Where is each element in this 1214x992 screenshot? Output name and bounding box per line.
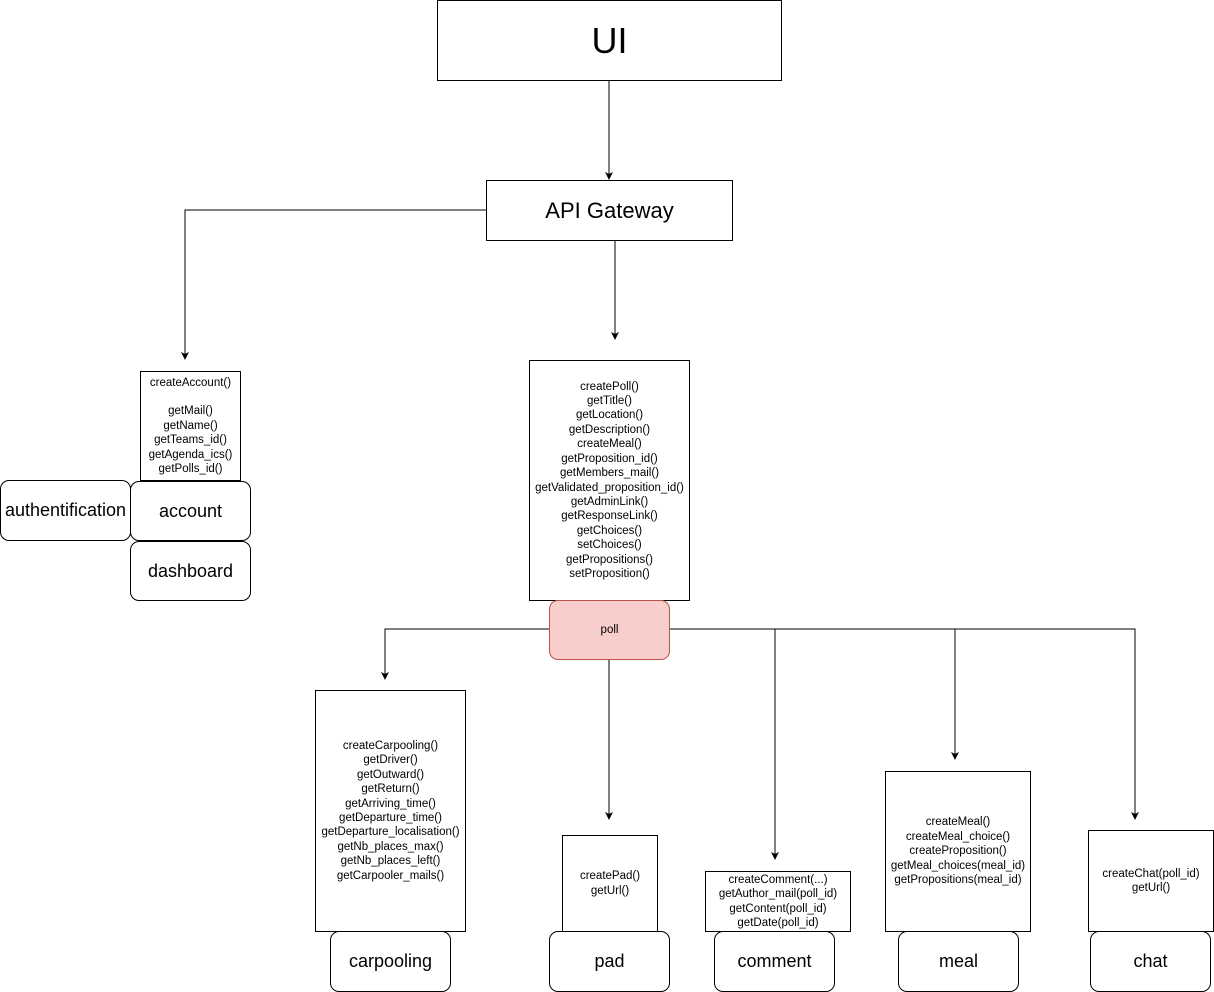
method-line: createCarpooling() (342, 739, 439, 752)
method-line: getName() (163, 419, 218, 432)
method-line: getMembers_mail() (559, 467, 660, 480)
method-line: getNb_places_max() (337, 840, 444, 853)
poll-node: poll (549, 600, 670, 660)
method-line: createProposition() (909, 845, 1007, 858)
account-methods-box: createAccount() getMail()getName() getTeam… (140, 371, 241, 481)
method-line: getDeparture_time() (339, 812, 442, 824)
chat-label: chat (1133, 951, 1168, 971)
method-line: getValidated_proposition_id() (535, 481, 684, 494)
method-line: getUrl() (1131, 882, 1171, 894)
ui-label: UI (591, 19, 628, 61)
method-line: createMeal() (577, 438, 642, 451)
method-line: getResponseLink() (561, 510, 658, 523)
comment-node: comment (714, 931, 835, 992)
edge-poll-to-chat (955, 628, 1139, 820)
method-line: setChoices() (577, 539, 642, 552)
pad-node: pad (549, 931, 670, 992)
method-line: getTeams_id() (154, 434, 227, 447)
comment-methods-box: createComment(...) getAuthor_mail(poll_id… (705, 871, 851, 932)
poll-methods-box: createPoll() getTitle()getLocation()getDe… (529, 360, 690, 601)
method-line: getPropositions(meal_id) (894, 874, 1022, 887)
poll-label: poll (600, 624, 619, 636)
method-line: createMeal_choice() (905, 830, 1011, 843)
method-line: getDriver() (363, 754, 418, 767)
edge-poll-to-comment (669, 628, 779, 860)
meal-methods-box: createMeal()createMeal_choice() createPro… (885, 771, 1031, 932)
carpooling-methods-box: createCarpooling() getDriver()getOutward(… (315, 690, 466, 932)
meal-label: meal (938, 951, 978, 971)
ui-node: UI (437, 0, 782, 81)
method-line: getProposition_id() (561, 452, 658, 465)
edge-poll-to-carpooling (381, 628, 549, 680)
method-line: setProposition() (569, 567, 650, 580)
method-line: getMeal_choices(meal_id) (890, 859, 1026, 872)
method-line: getTitle() (587, 395, 632, 408)
authentification-node: authentification (0, 480, 131, 541)
method-line: createMeal() (925, 816, 991, 829)
method-line: getNb_places_left() (340, 855, 441, 868)
method-line: getPolls_id() (158, 463, 223, 475)
method-line: getPropositions() (566, 553, 653, 566)
method-line: getMail() (168, 405, 213, 418)
meal-node: meal (898, 931, 1019, 992)
dashboard-node: dashboard (130, 541, 251, 601)
method-line: getDescription() (568, 423, 651, 436)
method-line: getReturn() (361, 783, 420, 796)
method-line: getCarpooler_mails() (336, 869, 445, 882)
method-line: getContent(poll_id) (729, 902, 827, 915)
dashboard-label: dashboard (147, 560, 234, 581)
method-line: getChoices() (576, 524, 643, 537)
pad-methods-box: createPad()getUrl() (562, 835, 658, 932)
chat-methods-box: createChat(poll_id) getUrl() (1088, 830, 1214, 932)
authentification-label: authentification (4, 500, 127, 520)
method-line: createAccount() (149, 376, 232, 389)
method-line: getAgenda_ics() (148, 448, 233, 461)
method-line: getDeparture_localisation() (321, 826, 460, 839)
chat-node: chat (1090, 931, 1211, 992)
edge-poll-to-meal (775, 628, 959, 760)
method-line: createPoll() (580, 380, 639, 393)
method-line: createComment(...) (728, 873, 828, 886)
api-gateway-label: API Gateway (545, 197, 674, 223)
account-label: account (158, 500, 223, 521)
carpooling-label: carpooling (348, 951, 433, 971)
method-line: getLocation() (575, 409, 644, 422)
api-gateway-node: API Gateway (486, 180, 733, 241)
comment-label: comment (737, 951, 812, 971)
method-line: getUrl() (590, 884, 630, 897)
pad-label: pad (594, 951, 625, 971)
method-line: createPad() (579, 870, 641, 883)
account-node: account (130, 481, 251, 541)
method-line: createChat(poll_id) (1102, 867, 1200, 880)
method-line: getDate(poll_id) (737, 916, 819, 929)
method-line: getAdminLink() (570, 495, 649, 508)
method-line: getArriving_time() (345, 797, 436, 810)
method-line: getOutward() (356, 768, 425, 781)
carpooling-node: carpooling (330, 931, 451, 992)
method-line: getAuthor_mail(poll_id) (718, 888, 838, 901)
edge-api-gateway-to-account (181, 209, 486, 360)
